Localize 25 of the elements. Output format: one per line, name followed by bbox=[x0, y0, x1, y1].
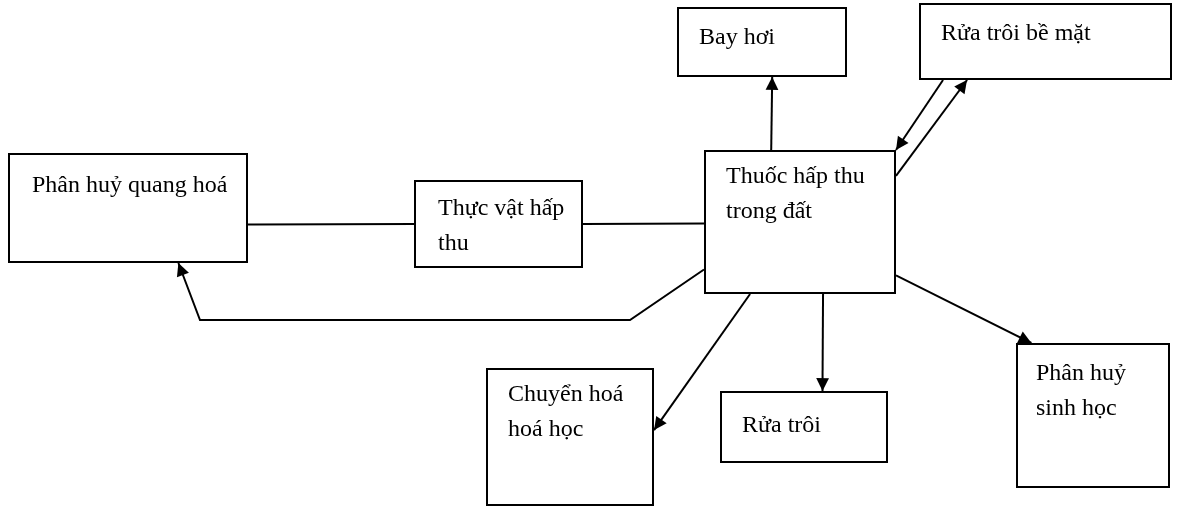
process-box bbox=[720, 391, 888, 463]
process-box bbox=[1016, 343, 1170, 488]
arrow bbox=[176, 262, 705, 321]
process-box bbox=[677, 7, 847, 77]
process-box bbox=[486, 368, 654, 506]
box-label: Thực vật hấp thu bbox=[438, 193, 566, 257]
box-label: Phân huỷ sinh học bbox=[1036, 358, 1127, 422]
process-box bbox=[8, 153, 248, 263]
box-label: Rửa trôi bbox=[742, 410, 822, 439]
process-box bbox=[414, 180, 583, 268]
box-label: Rửa trôi bề mặt bbox=[941, 18, 1092, 47]
process-box bbox=[704, 150, 896, 294]
arrow bbox=[816, 293, 829, 392]
connector-line bbox=[582, 222, 705, 225]
arrow bbox=[895, 79, 945, 151]
arrow bbox=[895, 79, 969, 177]
arrow bbox=[653, 293, 752, 432]
arrow bbox=[895, 274, 1033, 344]
box-label: Bay hơi bbox=[699, 22, 777, 51]
box-label: Chuyển hoá hoá học bbox=[508, 379, 625, 443]
box-label: Thuốc hấp thu trong đất bbox=[726, 161, 866, 225]
arrow bbox=[765, 76, 779, 151]
connector-line bbox=[247, 223, 415, 226]
box-label: Phân huỷ quang hoá bbox=[32, 170, 229, 199]
process-box bbox=[919, 3, 1172, 80]
